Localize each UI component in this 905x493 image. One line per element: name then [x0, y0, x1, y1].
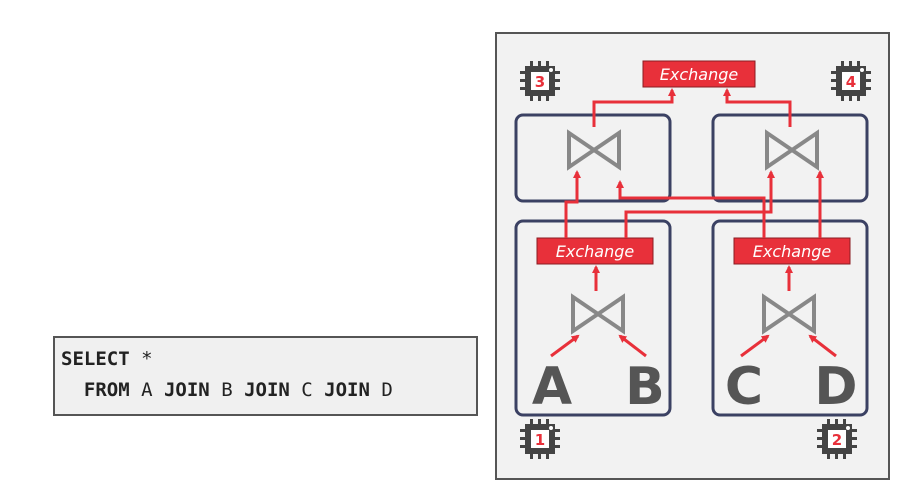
table-label: C — [725, 357, 763, 417]
sql-keyword: SELECT — [61, 348, 130, 370]
node-box-core1 — [514, 219, 672, 417]
join-icon — [762, 293, 816, 335]
sql-keyword: FROM — [83, 379, 130, 401]
arrow — [592, 88, 676, 127]
sql-query-box: SELECT * FROM A JOIN B JOIN C JOIN D — [53, 336, 478, 416]
arrow — [624, 170, 775, 238]
table-label: D — [814, 357, 857, 417]
core-number: 1 — [535, 431, 545, 449]
sql-text: A — [129, 379, 164, 401]
core-number: 4 — [846, 73, 856, 91]
exchange-label: Exchange — [753, 242, 832, 261]
sql-keyword: JOIN — [324, 379, 370, 401]
table-label: B — [625, 357, 665, 417]
join-icon — [765, 129, 819, 171]
arrow — [616, 180, 766, 238]
core-number: 3 — [535, 73, 545, 91]
exchange-label: Exchange — [660, 65, 739, 84]
sql-line-from: FROM A JOIN B JOIN C JOIN D — [61, 375, 470, 406]
arrow — [740, 334, 770, 358]
sql-text: * — [129, 348, 153, 370]
sql-text: C — [289, 379, 325, 401]
arrow — [808, 334, 837, 358]
sql-keyword: JOIN — [163, 379, 210, 401]
exchange-operator-right — [733, 237, 851, 265]
arrow — [564, 170, 581, 238]
exchange-label: Exchange — [556, 242, 635, 261]
arrow — [550, 334, 580, 358]
node-box-core2 — [711, 219, 869, 417]
arrow — [723, 88, 792, 127]
sql-line-select: SELECT * — [61, 344, 470, 375]
join-icon — [567, 129, 621, 171]
arrow — [618, 334, 647, 358]
sql-keyword: JOIN — [244, 379, 290, 401]
exchange-operator-left — [536, 237, 654, 265]
sql-text: D — [369, 379, 393, 401]
table-label: A — [532, 357, 572, 417]
join-icon — [571, 293, 625, 335]
exchange-operator-top — [642, 60, 756, 88]
core-number: 2 — [832, 431, 842, 449]
sql-text: B — [209, 379, 245, 401]
